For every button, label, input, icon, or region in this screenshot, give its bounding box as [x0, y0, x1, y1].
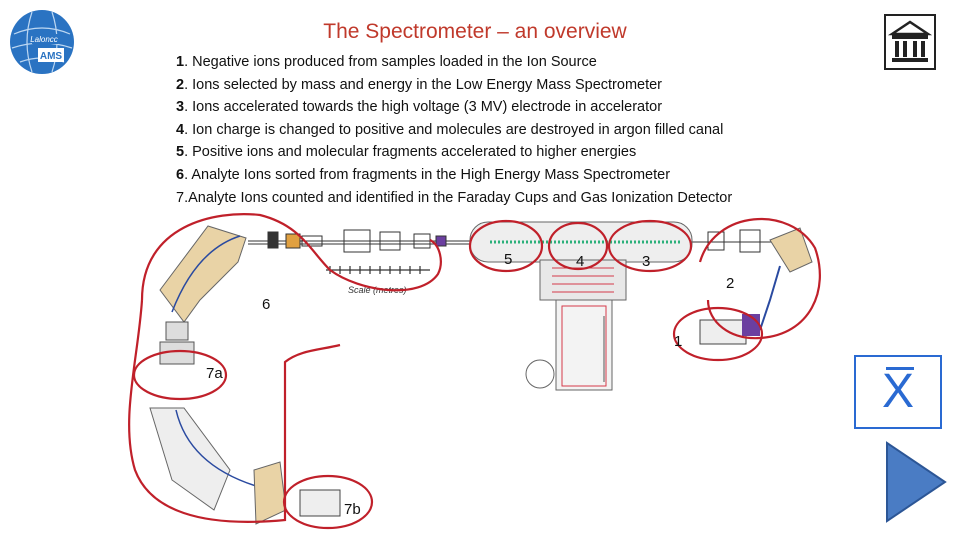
highlight-4 [547, 221, 609, 271]
overline-icon [886, 367, 914, 370]
accelerator-tank [469, 221, 693, 391]
highlight-7b [282, 474, 374, 530]
laloncc-ams-logo: Laloncc AMS [10, 10, 74, 74]
highlight-2 [698, 217, 821, 340]
x-glyph: X [881, 365, 914, 418]
highlight-5 [468, 219, 544, 273]
step-item: 5. Positive ions and molecular fragments… [176, 144, 637, 161]
step-item: 7.Analyte Ions counted and identified in… [176, 189, 733, 206]
highlight-7a [132, 349, 228, 401]
svg-text:AMS: AMS [40, 51, 63, 62]
high-energy-magnet [149, 225, 341, 525]
step-item: 3. Ions accelerated towards the high vol… [176, 99, 663, 116]
label-1: 1 [674, 333, 682, 350]
step-item: 6. Analyte Ions sorted from fragments in… [176, 166, 671, 183]
museum-home-icon[interactable] [884, 14, 936, 70]
steps-list: 1. Negative ions produced from samples l… [176, 51, 732, 209]
next-arrow-button[interactable] [884, 440, 948, 524]
label-4: 4 [576, 253, 584, 270]
label-7a: 7a [206, 365, 223, 382]
highlight-6 [128, 213, 442, 523]
beamline [248, 229, 800, 253]
label-2: 2 [726, 275, 734, 292]
svg-text:Laloncc: Laloncc [30, 35, 58, 44]
x-bar-button[interactable]: X [854, 355, 942, 429]
step-item: 1. Negative ions produced from samples l… [176, 54, 597, 70]
label-6: 6 [262, 296, 270, 313]
play-icon [886, 441, 947, 523]
highlight-3 [607, 219, 693, 273]
step-item: 2. Ions selected by mass and energy in t… [176, 76, 663, 93]
scale-ruler [326, 266, 430, 274]
step-item: 4. Ion charge is changed to positive and… [176, 121, 724, 138]
label-5: 5 [504, 251, 512, 268]
label-7b: 7b [344, 501, 361, 518]
scale-caption: Scale (metres) [348, 285, 407, 295]
highlight-1 [672, 306, 764, 362]
label-3: 3 [642, 253, 650, 270]
page-title: The Spectrometer – an overview [323, 20, 627, 43]
highlight-outlines [128, 213, 821, 530]
